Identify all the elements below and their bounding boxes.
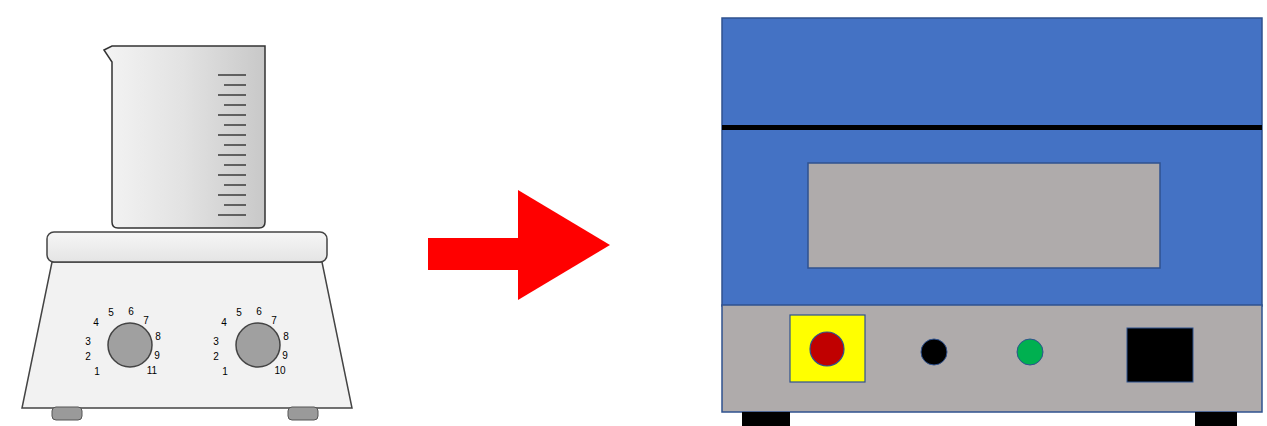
dial-number: 9 [154,351,160,361]
graduation [224,164,246,165]
dial-number: 1 [222,367,228,377]
graduation [218,214,246,215]
dial-number: 7 [271,316,277,326]
beaker [104,46,265,228]
knob [108,323,152,367]
dial-number: 3 [213,337,219,347]
graduation [224,144,246,145]
dial-number: 5 [236,308,242,318]
dial-number: 9 [282,351,288,361]
indicator [921,339,947,365]
furnace-body [722,18,1262,306]
arrow-head [518,190,610,300]
foot [288,407,318,420]
dial-number: 6 [256,307,262,317]
graduations [218,75,246,215]
graduation [218,174,246,175]
foot [742,412,790,426]
dial-number: 3 [85,337,91,347]
graduation [218,94,246,95]
dial-number: 10 [274,366,285,376]
graduation [224,124,246,125]
foot [1195,412,1237,426]
graduation [224,104,246,105]
dial-number: 4 [221,318,227,328]
switch-plate [790,315,865,382]
lid-line [722,125,1262,130]
graduation [224,84,246,85]
control-panel [722,305,1262,412]
dial-number: 6 [128,307,134,317]
foot [52,407,82,420]
graduation [218,194,246,195]
dial-number: 2 [213,352,219,362]
graduation [218,74,246,75]
dial-number: 5 [108,308,114,318]
dial-number: 1 [94,367,100,377]
dial-number: 4 [93,318,99,328]
dial-number: 8 [155,332,161,342]
dial-number: 2 [85,352,91,362]
window [808,163,1160,268]
graduation [224,184,246,185]
knob [236,323,280,367]
graduation [224,204,246,205]
dial-number: 8 [283,332,289,342]
hot-plate [47,232,327,262]
dial-number: 7 [143,316,149,326]
graduation [218,114,246,115]
graduation [218,134,246,135]
power-button [810,332,844,366]
display [1127,328,1193,382]
arrow-shaft [428,238,520,270]
dial-number: 11 [147,366,157,376]
graduation [218,154,246,155]
stirrer-base [22,262,352,408]
indicator [1017,339,1043,365]
